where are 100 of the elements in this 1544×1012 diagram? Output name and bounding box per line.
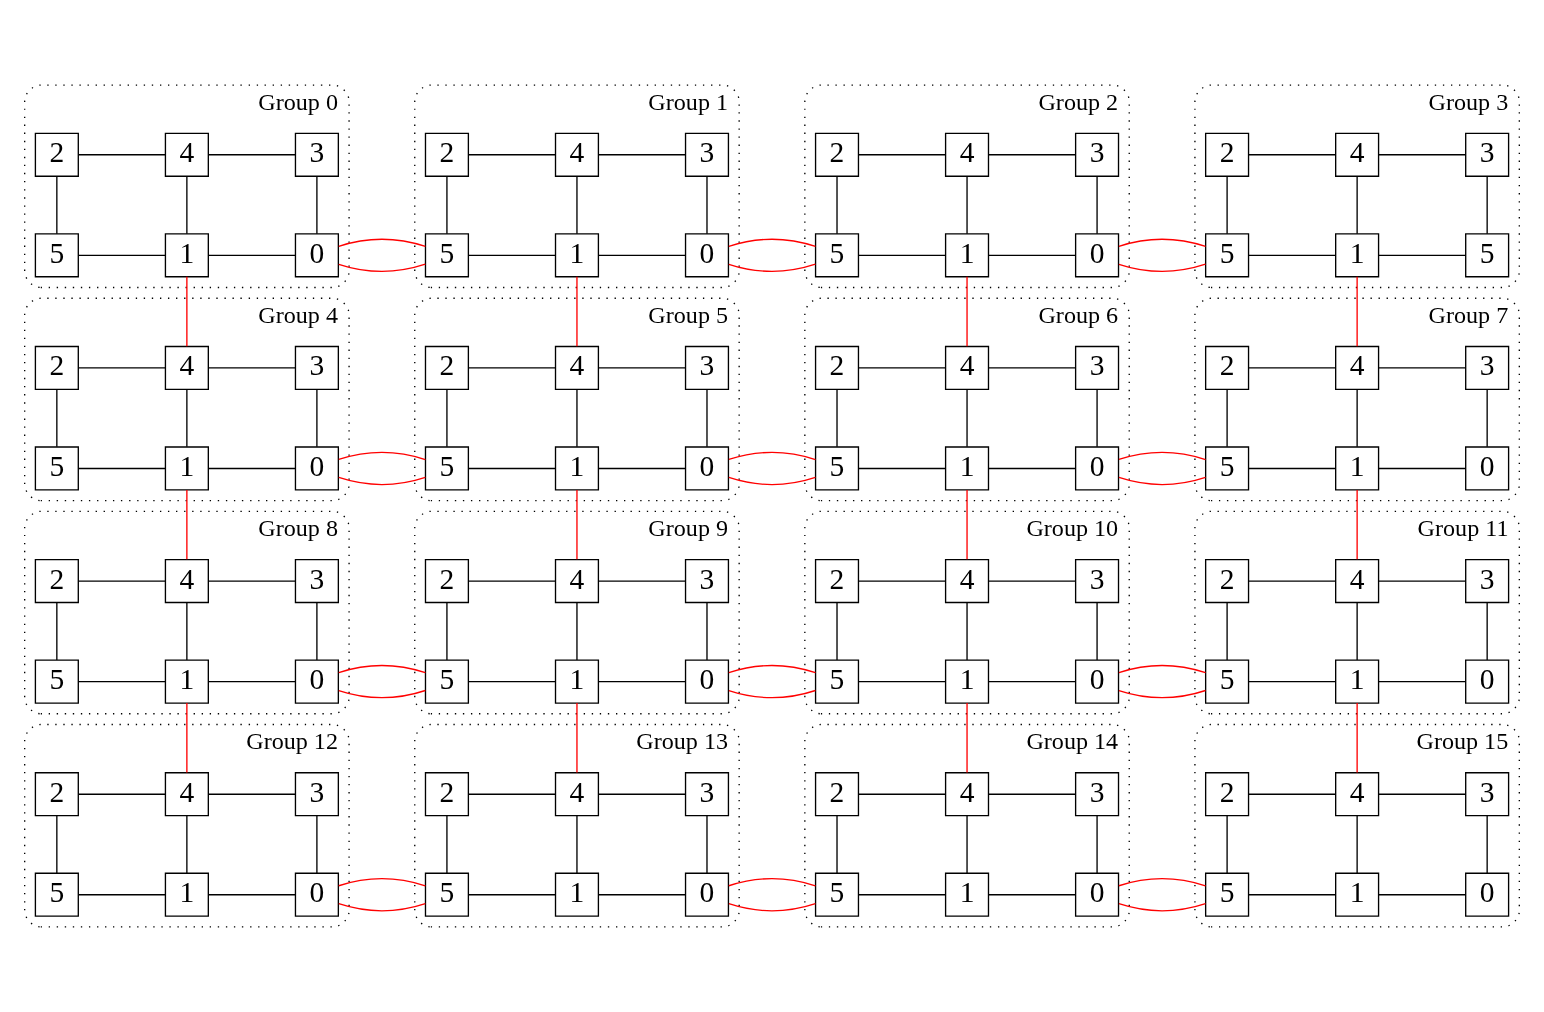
connector bbox=[446, 815, 448, 874]
node-box: 4 bbox=[554, 132, 600, 177]
connector bbox=[1248, 580, 1337, 582]
connector bbox=[858, 254, 947, 256]
node-box: 1 bbox=[554, 233, 600, 278]
connector bbox=[338, 878, 427, 912]
connector bbox=[706, 388, 708, 448]
connector bbox=[988, 154, 1077, 156]
connector bbox=[186, 175, 188, 235]
node-box: 2 bbox=[424, 345, 470, 391]
node-box: 3 bbox=[684, 558, 730, 604]
connector bbox=[1378, 580, 1467, 582]
connector bbox=[468, 680, 557, 683]
connector bbox=[468, 367, 557, 369]
connector bbox=[836, 388, 838, 448]
node-box: 5 bbox=[1205, 446, 1250, 491]
connector bbox=[966, 276, 968, 347]
node-box: 4 bbox=[944, 132, 990, 177]
connector bbox=[858, 580, 947, 582]
connector bbox=[1096, 602, 1098, 661]
node-box: 3 bbox=[294, 772, 340, 817]
connector bbox=[208, 793, 297, 795]
connector bbox=[1226, 388, 1228, 448]
connector bbox=[576, 602, 578, 661]
connector bbox=[1248, 467, 1337, 470]
node-box: 1 bbox=[944, 446, 990, 491]
node-box: 2 bbox=[1205, 345, 1250, 391]
connector bbox=[1356, 702, 1358, 774]
connector bbox=[728, 664, 817, 699]
node-box: 2 bbox=[814, 345, 860, 391]
connector bbox=[858, 154, 947, 156]
connector bbox=[836, 175, 838, 235]
node-box: 0 bbox=[294, 446, 340, 491]
node-box: 0 bbox=[684, 659, 730, 704]
node-box: 5 bbox=[34, 446, 79, 491]
node-box: 0 bbox=[1465, 659, 1510, 704]
connector bbox=[56, 815, 58, 874]
node-box: 4 bbox=[554, 772, 600, 817]
connector bbox=[468, 793, 557, 795]
connector bbox=[316, 175, 318, 235]
node-box: 2 bbox=[424, 132, 470, 177]
connector bbox=[728, 451, 817, 486]
node-box: 5 bbox=[1205, 872, 1250, 917]
connector bbox=[1248, 680, 1337, 683]
node-box: 1 bbox=[164, 446, 209, 491]
node-box: 3 bbox=[684, 345, 730, 391]
connector bbox=[598, 467, 687, 470]
connector bbox=[1378, 154, 1467, 156]
connector bbox=[1248, 793, 1337, 795]
node-box: 1 bbox=[1335, 233, 1380, 278]
connector bbox=[966, 702, 968, 774]
node-box: 1 bbox=[554, 659, 600, 704]
connector bbox=[468, 580, 557, 582]
node-box: 3 bbox=[1465, 558, 1510, 604]
connector bbox=[56, 175, 58, 235]
connector bbox=[338, 451, 427, 486]
connector bbox=[988, 467, 1077, 470]
connector bbox=[78, 580, 166, 582]
node-box: 4 bbox=[944, 772, 990, 817]
node-box: 3 bbox=[1465, 772, 1510, 817]
connector bbox=[598, 793, 687, 795]
connector bbox=[598, 680, 687, 683]
connector bbox=[1226, 815, 1228, 874]
connector bbox=[1378, 680, 1467, 683]
connector bbox=[988, 680, 1077, 683]
connector bbox=[576, 388, 578, 448]
connector bbox=[338, 238, 427, 273]
connector bbox=[598, 154, 687, 156]
node-box: 2 bbox=[814, 132, 860, 177]
node-box: 5 bbox=[34, 233, 79, 278]
connector bbox=[1118, 878, 1207, 912]
node-box: 0 bbox=[1074, 659, 1120, 704]
node-box: 5 bbox=[814, 659, 860, 704]
connector bbox=[78, 894, 166, 896]
node-box: 1 bbox=[164, 233, 209, 278]
node-box: 3 bbox=[1465, 345, 1510, 391]
node-box: 2 bbox=[1205, 772, 1250, 817]
node-box: 5 bbox=[424, 233, 470, 278]
connector bbox=[468, 467, 557, 470]
node-box: 4 bbox=[554, 558, 600, 604]
node-box: 5 bbox=[424, 659, 470, 704]
connector bbox=[988, 580, 1077, 582]
node-box: 3 bbox=[684, 772, 730, 817]
connector bbox=[78, 254, 166, 256]
connector bbox=[1356, 388, 1358, 448]
connector bbox=[186, 815, 188, 874]
connector bbox=[858, 793, 947, 795]
connector bbox=[468, 154, 557, 156]
connector bbox=[988, 793, 1077, 795]
node-box: 5 bbox=[424, 446, 470, 491]
connector bbox=[186, 702, 188, 774]
node-box: 0 bbox=[1074, 446, 1120, 491]
connector bbox=[988, 367, 1077, 369]
connector bbox=[728, 238, 817, 273]
connector bbox=[858, 367, 947, 369]
node-box: 0 bbox=[1074, 872, 1120, 917]
connector bbox=[1118, 664, 1207, 699]
connector bbox=[468, 894, 557, 896]
node-box: 4 bbox=[164, 132, 209, 177]
node-box: 1 bbox=[944, 872, 990, 917]
